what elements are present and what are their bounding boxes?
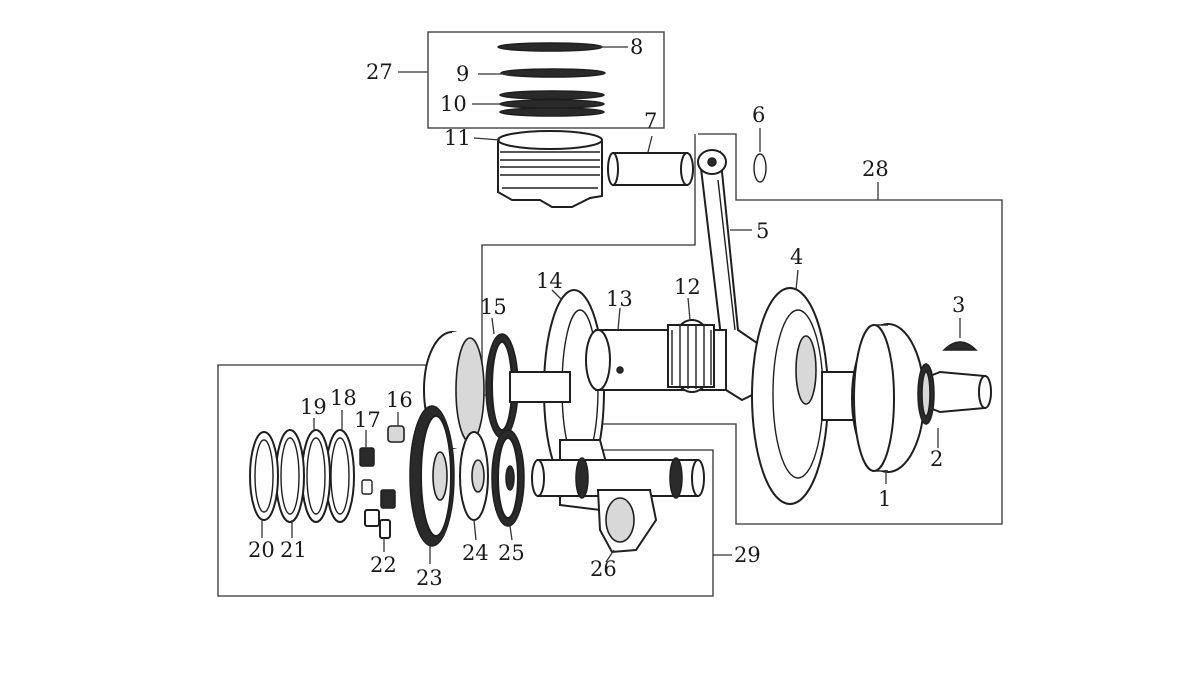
thrust-washer-19 <box>301 429 331 523</box>
callout-20: 20 <box>248 538 275 562</box>
crank-web-right <box>751 287 829 505</box>
callout-22: 22 <box>370 553 397 577</box>
callout-8: 8 <box>630 35 643 59</box>
callout-21: 21 <box>280 538 307 562</box>
callout-28: 28 <box>862 157 889 181</box>
callout-2: 2 <box>930 447 943 471</box>
piston-ring-top <box>497 42 603 52</box>
callout-16: 16 <box>386 388 413 412</box>
callout-12: 12 <box>674 275 701 299</box>
callout-6: 6 <box>752 103 765 127</box>
damper-cap <box>387 425 405 443</box>
piston-ring-second <box>500 68 606 78</box>
woodruff-key <box>942 341 978 351</box>
flywheel-rotor <box>851 323 925 473</box>
piston-ring-group-box <box>427 31 665 129</box>
leader-lines <box>261 46 961 564</box>
callout-13: 13 <box>606 287 633 311</box>
callout-27: 27 <box>366 60 393 84</box>
piston <box>497 130 603 208</box>
callout-19: 19 <box>300 395 327 419</box>
damper-rubber-set <box>359 447 396 509</box>
callout-18: 18 <box>330 386 357 410</box>
damper-pins <box>364 509 391 539</box>
callout-4: 4 <box>790 245 803 269</box>
timing-gear <box>485 333 571 439</box>
callout-3: 3 <box>952 293 965 317</box>
piston-ring-oil-set <box>499 90 605 117</box>
callout-11: 11 <box>444 126 471 150</box>
callout-14: 14 <box>536 269 563 293</box>
callout-9: 9 <box>456 62 469 86</box>
callout-15: 15 <box>480 295 507 319</box>
callout-17: 17 <box>354 408 381 432</box>
balancer-shaft <box>531 457 705 554</box>
callout-1: 1 <box>878 487 891 511</box>
circlip <box>753 153 767 183</box>
callout-25: 25 <box>498 541 525 565</box>
balancer-driven-gear <box>491 429 525 527</box>
piston-pin <box>607 152 694 186</box>
primary-drive-gear <box>409 405 455 547</box>
callout-5: 5 <box>756 219 769 243</box>
callout-23: 23 <box>416 566 443 590</box>
callout-29: 29 <box>734 543 761 567</box>
thrust-washer-21 <box>275 429 305 523</box>
needle-bearing <box>667 319 715 393</box>
callout-7: 7 <box>644 109 657 133</box>
callout-24: 24 <box>462 541 489 565</box>
callout-labels: 8 9 10 11 27 7 6 5 28 4 3 2 1 12 13 14 1… <box>248 35 965 590</box>
callout-10: 10 <box>440 92 467 116</box>
snap-ring-20 <box>249 431 279 521</box>
crankshaft-group-box <box>481 133 1003 525</box>
callout-26: 26 <box>590 557 617 581</box>
crankshaft-tapered-end <box>919 370 992 414</box>
drive-gear-large <box>423 331 485 449</box>
balancer-drive-gear <box>459 431 489 521</box>
ball-bearing-right <box>917 363 935 425</box>
